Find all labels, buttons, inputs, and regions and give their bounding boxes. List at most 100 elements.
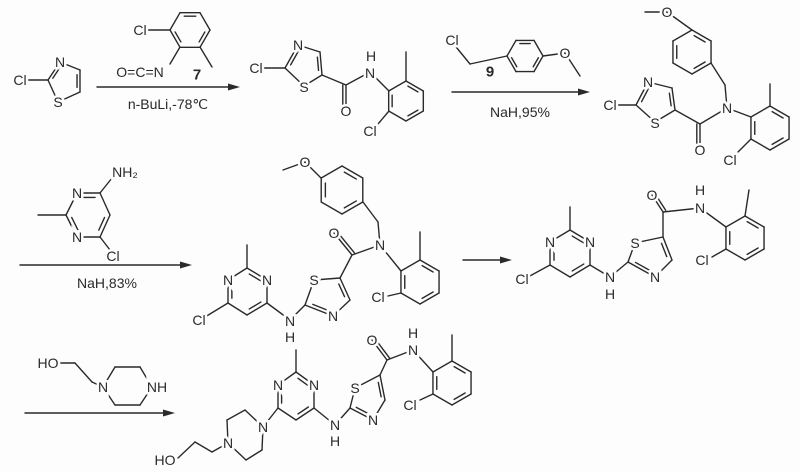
amine-nitrogen-label: N: [605, 269, 615, 285]
bond-line: [737, 138, 752, 153]
ring-bond: [533, 39, 544, 57]
ring-bond: [451, 360, 472, 373]
ring-bond: [451, 393, 472, 406]
oxygen-label: O: [647, 187, 658, 203]
oxygen-label: O: [662, 4, 673, 20]
ring-bond: [295, 407, 315, 421]
bond-line: [313, 407, 336, 426]
oxygen-label: O: [560, 45, 571, 61]
chlorine-label: Cl: [133, 22, 146, 38]
amide-nitrogen-label: N: [722, 100, 732, 116]
hydrogen-label: H: [366, 48, 376, 64]
bond-line: [564, 52, 581, 77]
ring-bond: [654, 109, 676, 123]
double-bond-line: [651, 194, 664, 213]
ring-bond: [506, 39, 517, 57]
ring-bond: [313, 277, 341, 281]
sulfur-label: S: [299, 79, 308, 95]
ring-double-bond: [407, 109, 419, 117]
ring-bond: [139, 386, 153, 406]
ring-bond: [99, 214, 111, 238]
ring-bond: [244, 409, 264, 428]
chlorine-label: Cl: [695, 252, 708, 268]
sulfur-label: S: [350, 380, 359, 396]
ring-bond: [725, 215, 746, 228]
amide-nitrogen-label: N: [365, 65, 375, 81]
ring-bond: [341, 165, 364, 179]
ring-bond: [533, 55, 544, 73]
ring-double-bond: [297, 406, 310, 415]
bond-line: [387, 292, 402, 297]
nitrogen-label: N: [328, 308, 338, 324]
bond-line: [662, 207, 701, 213]
hydroxyl-label: HO: [155, 452, 176, 468]
ring-bond: [47, 79, 59, 103]
ring-bond: [634, 236, 664, 244]
bond-line: [589, 264, 611, 278]
ring-bond: [671, 87, 676, 111]
ring-bond: [319, 51, 323, 76]
chlorine-label: Cl: [723, 152, 736, 168]
piperazine-nitrogen-label: N: [258, 419, 268, 435]
ring-bond: [400, 259, 421, 272]
ring-double-bond: [98, 216, 106, 231]
ring-double-bond: [198, 31, 206, 43]
chlorine-label: Cl: [13, 72, 26, 88]
bond-line: [91, 381, 104, 388]
ring-bond: [261, 426, 264, 451]
compound-number-9: 9: [486, 64, 494, 81]
ring-double-bond: [571, 235, 585, 244]
ring-bond: [199, 29, 211, 49]
ring-bond: [341, 201, 364, 215]
ring-double-bond: [174, 31, 182, 43]
ring-bond: [769, 138, 790, 151]
amine-nitrogen-label: N: [285, 313, 295, 329]
ring-double-bond: [316, 56, 320, 72]
oxygen-label: O: [367, 332, 378, 348]
ring-bond: [432, 360, 453, 373]
bond-line: [194, 441, 213, 453]
nitrogen-label: N: [262, 272, 272, 288]
bond-line: [666, 11, 693, 31]
ring-bond: [295, 371, 315, 386]
bond-line: [744, 189, 750, 217]
nitrogen-label: N: [273, 377, 283, 393]
reaction-arrow-head: [228, 83, 240, 91]
chlorine-label: Cl: [371, 289, 384, 305]
ring-bond: [549, 229, 571, 243]
ring-bond: [65, 192, 78, 216]
chlorine-label: Cl: [403, 397, 416, 413]
nitrogen-label: N: [72, 185, 82, 201]
amide-nitrogen-label: N: [695, 200, 705, 216]
ring-bond: [57, 91, 81, 103]
hydrogen-label: H: [695, 182, 705, 198]
ring-double-bond: [693, 61, 706, 70]
ring-bond: [320, 201, 343, 215]
ring-bond: [506, 55, 517, 73]
ring-bond: [59, 61, 81, 71]
ring-bond: [227, 302, 248, 316]
bond-line: [362, 201, 379, 223]
double-bond-line: [653, 192, 667, 211]
ring-bond: [387, 110, 407, 122]
piperazine-nitrogen-label: N: [223, 435, 233, 451]
ring-double-bond: [771, 110, 784, 119]
ring-double-bond: [453, 365, 466, 374]
bonds-layer: [19, 11, 790, 461]
bond-line: [469, 55, 508, 65]
ring-bond: [47, 61, 61, 81]
ring-bond: [627, 242, 636, 263]
ring-double-bond: [377, 381, 382, 398]
double-bond-line: [373, 337, 391, 359]
step2-conditions: NaH,95%: [490, 104, 550, 120]
hydrogen-label: H: [285, 329, 295, 345]
ring-bond: [549, 264, 571, 278]
ring-bond: [339, 277, 351, 301]
ring-bond: [65, 214, 78, 238]
nitrogen-label: N: [650, 269, 660, 285]
oxygen-label: O: [341, 103, 352, 119]
nitrogen-label: N: [585, 234, 595, 250]
ring-bond: [387, 80, 407, 92]
bond-line: [282, 161, 306, 171]
